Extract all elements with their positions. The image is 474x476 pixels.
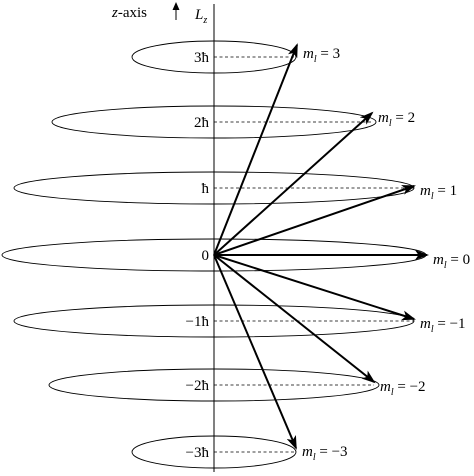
level-value-label: 3ħ <box>194 50 210 66</box>
projection-lines <box>214 56 414 453</box>
vector-m3 <box>213 43 298 256</box>
ml-label: ml = −3 <box>302 444 348 463</box>
ml-label: ml = 3 <box>303 46 340 65</box>
level-value-label: 2ħ <box>194 115 210 131</box>
level-value-label: −3ħ <box>186 445 210 461</box>
level-labels: 3ħ ml = 3 2ħ ml = 2 ħ ml = 1 0 ml = 0 −1ħ ml = −1… <box>186 46 471 463</box>
axis-title: z-axis Lz <box>111 2 207 26</box>
z-axis-label: z-axis <box>111 5 147 21</box>
z-axis-arrow-icon <box>172 2 180 20</box>
ml-label: ml = −2 <box>380 379 426 398</box>
level-value-label: −2ħ <box>186 378 210 394</box>
level-value-label: −1ħ <box>186 314 210 330</box>
ml-label: ml = 2 <box>378 110 415 129</box>
ml-label: ml = 1 <box>420 183 457 202</box>
vector-m1 <box>213 185 416 256</box>
level-value-label: 0 <box>202 248 210 264</box>
level-value-label: ħ <box>202 181 210 197</box>
lz-label: Lz <box>194 7 207 26</box>
ml-label: ml = 0 <box>433 252 470 271</box>
vector-mneg3 <box>213 254 297 450</box>
ml-label: ml = −1 <box>420 316 466 335</box>
vector-mneg1 <box>213 254 416 321</box>
vector-mneg2 <box>213 254 376 384</box>
angular-momentum-vectors <box>213 43 429 450</box>
vector-m2 <box>213 111 374 256</box>
